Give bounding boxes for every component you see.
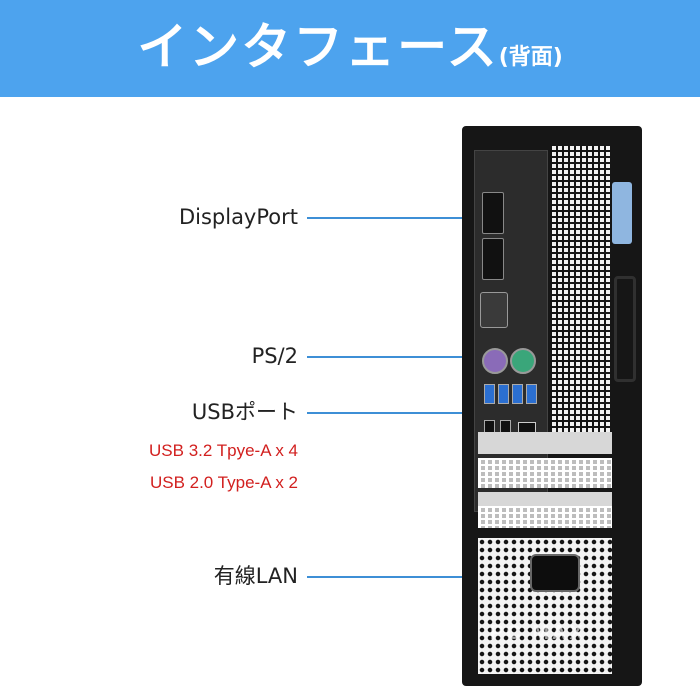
- title-text: インタフェース: [137, 18, 499, 76]
- leader-line-displayport: [307, 217, 470, 219]
- chassis-handle: [614, 276, 636, 382]
- leader-line-usb: [307, 412, 472, 414]
- serial-port: [480, 292, 508, 328]
- label-displayport: DisplayPort: [178, 205, 298, 229]
- label-usb: USBポート: [191, 400, 298, 424]
- usb3-port-1: [484, 384, 495, 404]
- ps2-keyboard-port: [482, 348, 508, 374]
- watermark: PC MAX: [490, 622, 586, 644]
- spec-usb3: USB 3.2 Tpye-A x 4: [149, 441, 298, 460]
- page-title: インタフェース(背面): [0, 12, 700, 93]
- label-lan: 有線LAN: [213, 564, 298, 588]
- header-banner: インタフェース(背面): [0, 0, 700, 97]
- title-subtitle: (背面): [498, 45, 563, 70]
- leader-line-ps2: [307, 356, 472, 358]
- usb3-port-2: [498, 384, 509, 404]
- displayport-lower: [482, 238, 504, 280]
- usb3-port-4: [526, 384, 537, 404]
- spec-usb2: USB 2.0 Type-A x 2: [149, 473, 298, 492]
- label-ps2: PS/2: [251, 344, 298, 368]
- expansion-slot-1: [478, 458, 612, 488]
- ps2-mouse-port: [510, 348, 536, 374]
- displayport-upper: [482, 192, 504, 234]
- leader-line-lan: [307, 576, 527, 578]
- usb3-port-3: [512, 384, 523, 404]
- pc-rear-illustration: PC MAX: [462, 126, 642, 686]
- expansion-slot-2: [478, 506, 612, 528]
- release-tab: [612, 182, 632, 244]
- expansion-slot-cover-1: [478, 432, 612, 454]
- vent-grille: [550, 144, 612, 444]
- power-socket-icon: [530, 554, 580, 592]
